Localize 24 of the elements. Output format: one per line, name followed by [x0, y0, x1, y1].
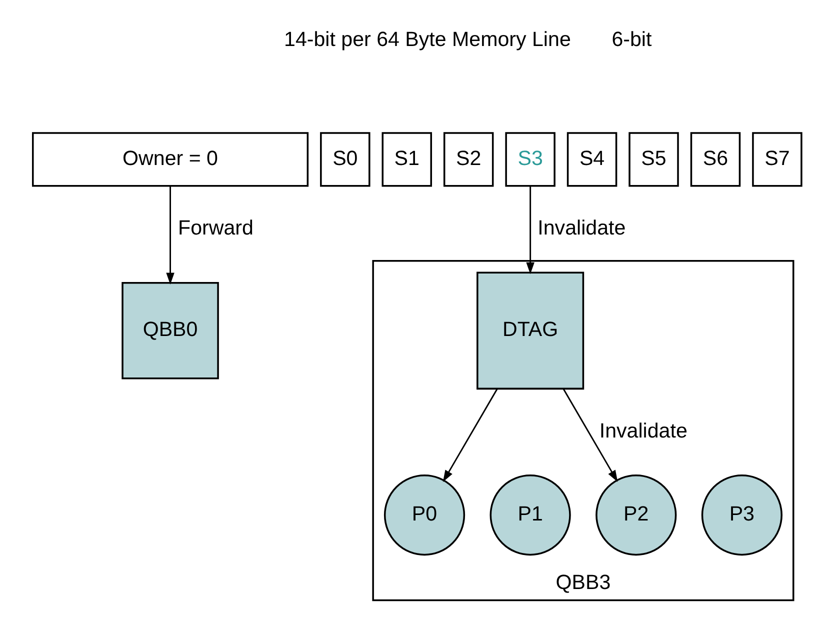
edge-label: Invalidate — [598, 419, 687, 442]
edge-label: Invalidate — [537, 216, 626, 240]
node-box: S3 — [504, 132, 555, 187]
node-circle: P1 — [489, 474, 570, 556]
node-circle: P2 — [595, 474, 676, 556]
node-box: S4 — [566, 132, 617, 187]
node-box: S6 — [690, 132, 740, 187]
arrow — [526, 186, 534, 274]
node-box: S1 — [381, 132, 432, 187]
arrow — [562, 388, 618, 482]
node-box: S2 — [442, 132, 494, 187]
edge-label: Forward — [178, 216, 253, 240]
node-box: QBB0 — [121, 282, 218, 380]
node-box: DTAG — [476, 272, 584, 390]
node-circle: P3 — [700, 474, 782, 556]
node-box: Owner = 0 — [32, 132, 308, 187]
label: 6-bit — [611, 28, 652, 51]
label: 14-bit per 64 Byte Memory Line — [284, 28, 570, 51]
node-box: S5 — [628, 132, 678, 187]
node-box: S0 — [320, 132, 370, 187]
arrow — [442, 388, 498, 482]
node-circle: P0 — [383, 474, 465, 556]
node-box: S7 — [752, 132, 802, 187]
arrow — [166, 186, 174, 285]
